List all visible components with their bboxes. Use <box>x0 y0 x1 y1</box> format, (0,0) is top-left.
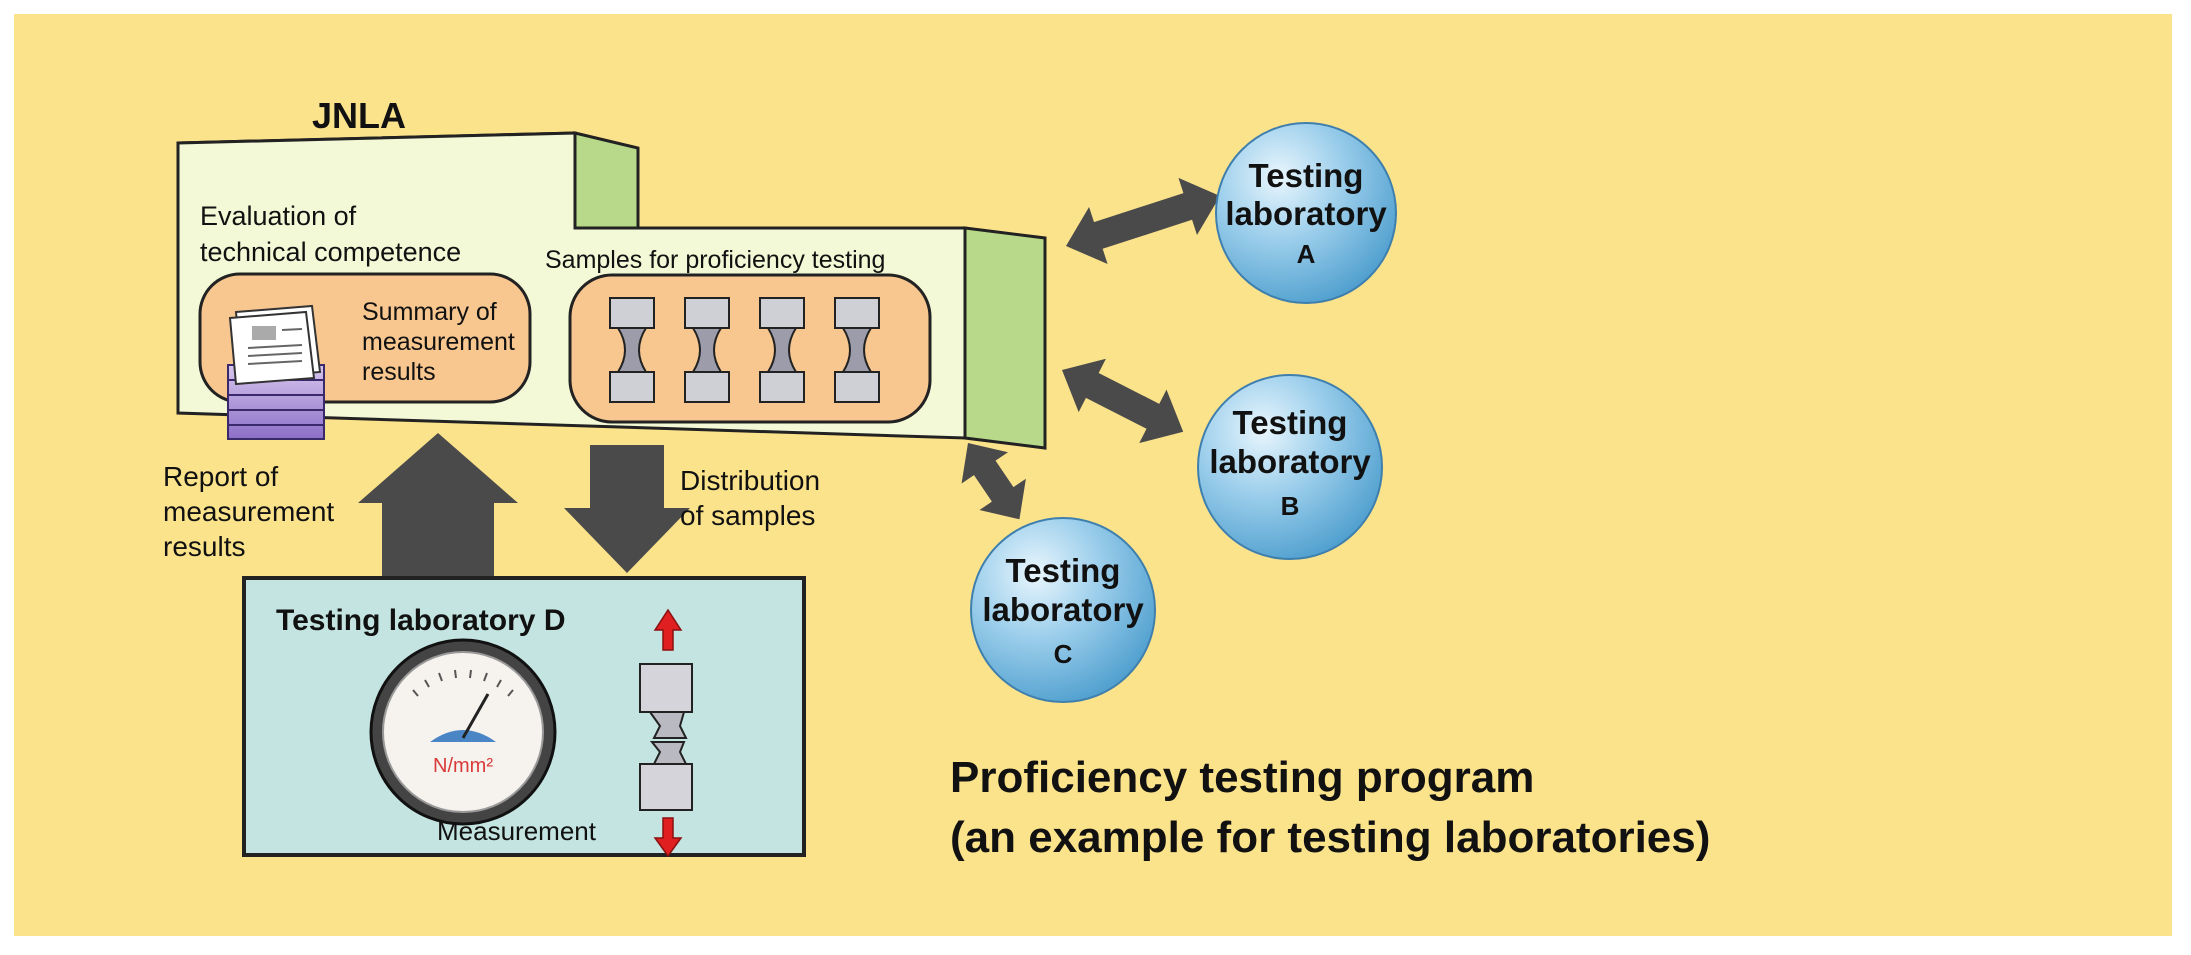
double-arrow-to-lab-b <box>1062 358 1184 444</box>
lab-a-line2: laboratory <box>1225 195 1387 232</box>
samples-label: Samples for proficiency testing <box>545 246 885 274</box>
lab-c-line1: Testing <box>1006 552 1121 589</box>
jnla-organization: JNLA Evaluation of technical competence … <box>176 95 1047 450</box>
double-arrow-to-lab-c <box>961 443 1026 520</box>
double-arrow-to-lab-a <box>1066 177 1221 265</box>
tensile-specimen-icon <box>639 608 693 858</box>
measurement-label: Measurement <box>437 816 597 846</box>
distribution-arrow-down <box>564 445 690 573</box>
report-label-line2: measurement <box>163 496 334 527</box>
report-arrow-up <box>358 433 518 578</box>
specimen-samples-icon <box>609 297 880 403</box>
report-label-line3: results <box>163 531 245 562</box>
summary-label-line1: Summary of <box>362 298 497 326</box>
report-label-line1: Report of <box>163 461 278 492</box>
lab-a-line3: A <box>1297 239 1316 269</box>
lab-c-line3: C <box>1054 639 1073 669</box>
lab-b-sphere <box>1197 374 1383 560</box>
lab-c-line2: laboratory <box>982 591 1144 628</box>
lab-a-line1: Testing <box>1249 157 1364 194</box>
testing-laboratory-c: Testing laboratory C <box>970 517 1156 703</box>
document-stack-icon <box>227 304 325 440</box>
testing-laboratory-b: Testing laboratory B <box>1197 374 1383 560</box>
evaluation-label-line2: technical competence <box>200 237 461 267</box>
caption-line1: Proficiency testing program <box>950 753 1534 802</box>
testing-laboratory-d: Testing laboratory D N/mm² <box>242 576 806 858</box>
jnla-back-tab-side <box>573 131 640 230</box>
evaluation-label-line1: Evaluation of <box>200 201 357 231</box>
red-arrow-up-icon <box>653 608 683 651</box>
summary-label-line3: results <box>362 358 436 386</box>
lab-c-sphere <box>970 517 1156 703</box>
lab-b-line1: Testing <box>1233 404 1348 441</box>
caption-line2: (an example for testing laboratories) <box>950 813 1710 862</box>
gauge-unit-label: N/mm² <box>433 755 493 777</box>
lab-b-line2: laboratory <box>1209 443 1371 480</box>
gauge-icon: N/mm² <box>369 638 557 826</box>
summary-label-line2: measurement <box>362 328 515 356</box>
jnla-label: JNLA <box>312 95 406 136</box>
distribution-label-line1: Distribution <box>680 465 820 496</box>
lab-b-line3: B <box>1281 491 1300 521</box>
distribution-label-line2: of samples <box>680 500 815 531</box>
lab-d-title: Testing laboratory D <box>276 604 565 637</box>
jnla-side-face <box>963 226 1047 450</box>
lab-a-sphere <box>1215 122 1397 304</box>
testing-laboratory-a: Testing laboratory A <box>1215 122 1397 304</box>
red-arrow-down-icon <box>653 817 683 858</box>
